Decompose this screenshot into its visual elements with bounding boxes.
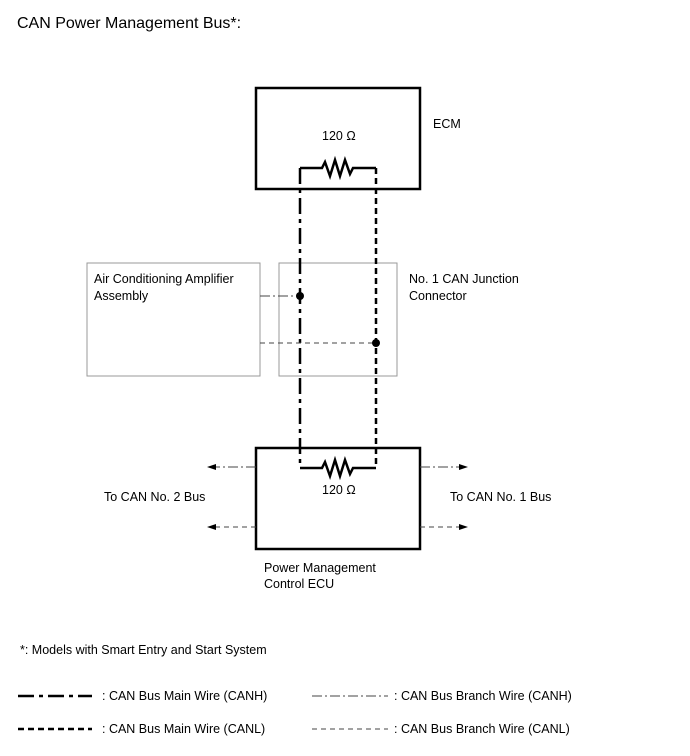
canh-junction-dot xyxy=(296,292,304,300)
bus1-canh-arrowhead xyxy=(459,464,468,470)
ecm-resistor-label: 120 Ω xyxy=(322,129,356,143)
pm-ecu-box xyxy=(254,446,422,551)
junction-box xyxy=(278,262,398,377)
ac-amp-label-line1: Air Conditioning Amplifier xyxy=(94,272,234,286)
bus2-canh-arrowhead xyxy=(207,464,216,470)
legend-branch-canl-label: : CAN Bus Branch Wire (CANL) xyxy=(394,722,570,736)
legend-branch-canh-label: : CAN Bus Branch Wire (CANH) xyxy=(394,689,572,703)
ac-amp-label-line2: Assembly xyxy=(94,289,149,303)
to-can-bus2-label: To CAN No. 2 Bus xyxy=(104,490,206,504)
bus2-canl-arrowhead xyxy=(207,524,216,530)
diagram-title: CAN Power Management Bus*: xyxy=(17,15,242,32)
junction-label-line2: Connector xyxy=(409,289,467,303)
ecm-label: ECM xyxy=(433,117,461,131)
pm-ecu-resistor-label: 120 Ω xyxy=(322,483,356,497)
ecm-resistor xyxy=(300,155,376,181)
bus1-canl-arrowhead xyxy=(459,524,468,530)
ecm-box xyxy=(254,86,422,191)
legend-main-canl-label: : CAN Bus Main Wire (CANL) xyxy=(102,722,266,736)
junction-label-line1: No. 1 CAN Junction xyxy=(409,272,519,286)
pm-ecu-resistor xyxy=(300,455,376,481)
pm-ecu-label-line1: Power Management xyxy=(264,561,376,575)
to-can-bus1-label: To CAN No. 1 Bus xyxy=(450,490,552,504)
footnote: *: Models with Smart Entry and Start Sys… xyxy=(20,643,267,657)
legend-main-canh-label: : CAN Bus Main Wire (CANH) xyxy=(102,689,268,703)
canl-junction-dot xyxy=(372,339,380,347)
ac-amp-box xyxy=(86,262,261,377)
pm-ecu-label-line2: Control ECU xyxy=(264,577,335,591)
